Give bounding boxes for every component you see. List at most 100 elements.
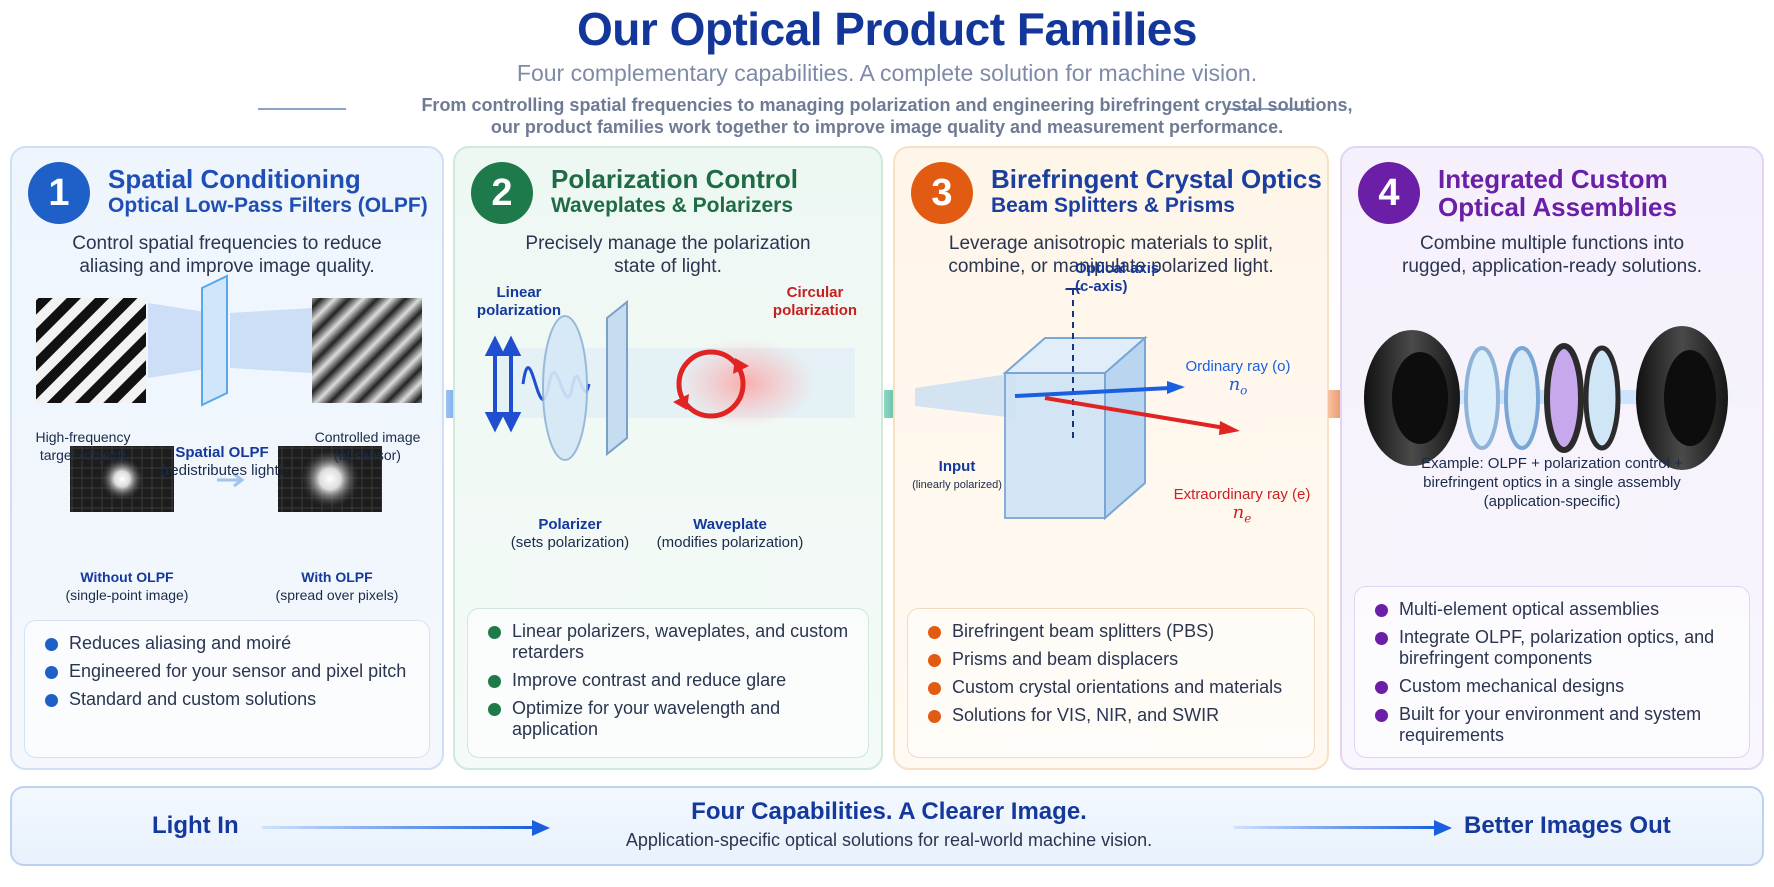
high-frequency-target xyxy=(36,298,146,403)
bullet-dot xyxy=(488,703,501,716)
list-item: Multi-element optical assemblies xyxy=(1369,599,1735,620)
desc-line: Control spatial frequencies to reduce xyxy=(72,233,382,254)
page-subtitle: Four complementary capabilities. A compl… xyxy=(516,60,1258,86)
panel-birefringent-crystal-optics: 3 Birefringent Crystal Optics Beam Split… xyxy=(893,146,1329,770)
label-with-olpf: With OLPF(spread over pixels) xyxy=(275,569,399,603)
polarizer-element xyxy=(1544,343,1584,453)
label-without-olpf: Without OLPF(single-point image) xyxy=(65,569,189,603)
panel-subtitle: Beam Splitters & Prisms xyxy=(991,194,1235,217)
label-extraordinary-ray: Extraordinary ray (e) ne xyxy=(1173,486,1311,526)
bullet-dot xyxy=(928,654,941,667)
header-rule-left xyxy=(258,108,346,110)
bullet-dot xyxy=(488,626,501,639)
desc-line: rugged, application-ready solutions. xyxy=(1402,256,1702,277)
light-beam xyxy=(148,303,212,378)
panel-number-badge: 4 xyxy=(1358,162,1420,224)
panel-description: Combine multiple functions into rugged, … xyxy=(1352,232,1752,278)
footer-subtitle: Application-specific optical solutions f… xyxy=(625,830,1153,850)
list-item: Built for your environment and system re… xyxy=(1369,704,1735,746)
bullet-dot xyxy=(45,694,58,707)
list-item: Birefringent beam splitters (PBS) xyxy=(922,621,1300,642)
lens-element xyxy=(1464,346,1500,450)
ordinary-ray xyxy=(1014,386,1171,398)
optical-assembly-illustration xyxy=(1362,326,1742,470)
bullet-list: Reduces aliasing and moiré Engineered fo… xyxy=(24,620,430,758)
bullet-list: Linear polarizers, waveplates, and custo… xyxy=(467,608,869,758)
panel-subtitle: Waveplates & Polarizers xyxy=(551,194,793,217)
list-item: Custom mechanical designs xyxy=(1369,676,1735,697)
panel-description: Control spatial frequencies to reduce al… xyxy=(22,232,432,278)
panel-description: Leverage anisotropic materials to split,… xyxy=(905,232,1317,278)
bullet-dot xyxy=(928,626,941,639)
panel-title: Integrated Custom xyxy=(1438,164,1668,194)
lens-element xyxy=(1504,346,1540,450)
waveplate-plate xyxy=(606,299,628,457)
label-input: Input(linearly polarized) xyxy=(912,458,1002,491)
panel-polarization-control: 2 Polarization Control Waveplates & Pola… xyxy=(453,146,883,770)
panel-number-badge: 1 xyxy=(28,162,90,224)
bullet-dot xyxy=(1375,604,1388,617)
footer-arrow-right-icon xyxy=(1234,820,1452,836)
input-beam xyxy=(915,373,1015,418)
light-beam xyxy=(230,308,312,373)
list-item: Solutions for VIS, NIR, and SWIR xyxy=(922,705,1300,726)
panel-number-badge: 3 xyxy=(911,162,973,224)
panel-integrated-custom-assemblies: 4 Integrated Custom Optical Assemblies C… xyxy=(1340,146,1764,770)
example-caption: Example: OLPF + polarization control +bi… xyxy=(1421,455,1683,510)
crystal-side xyxy=(1104,335,1146,521)
bullet-dot xyxy=(488,675,501,688)
panel-description: Precisely manage the polarization state … xyxy=(465,232,871,278)
footer-title: Four Capabilities. A Clearer Image. xyxy=(691,798,1087,825)
polarizer-lens xyxy=(542,315,588,461)
header-rule-right xyxy=(1228,108,1312,110)
footer-banner: Light In Four Capabilities. A Clearer Im… xyxy=(10,786,1764,866)
bullet-dot xyxy=(45,638,58,651)
list-item: Optimize for your wavelength and applica… xyxy=(482,698,854,740)
panel-number-badge: 2 xyxy=(471,162,533,224)
list-item: Prisms and beam displacers xyxy=(922,649,1300,670)
intro-line-1: From controlling spatial frequencies to … xyxy=(421,95,1353,115)
label-waveplate: Waveplate(modifies polarization) xyxy=(656,516,804,551)
list-item: Standard and custom solutions xyxy=(39,689,415,710)
label-optical-axis: Optical axis(c-axis) xyxy=(1075,260,1160,295)
lens-element xyxy=(1583,345,1621,451)
bullet-dot xyxy=(1375,632,1388,645)
page-title: Our Optical Product Families xyxy=(577,3,1197,55)
bullet-dot xyxy=(928,710,941,723)
intro-line-2: our product families work together to im… xyxy=(490,117,1284,137)
panel-title: Spatial Conditioning xyxy=(108,164,361,194)
footer-light-in: Light In xyxy=(152,812,239,839)
spatial-olpf-plate xyxy=(201,274,228,407)
desc-line: aliasing and improve image quality. xyxy=(79,256,375,277)
desc-line: combine, or manipulate polarized light. xyxy=(948,256,1274,277)
bullet-list: Multi-element optical assemblies Integra… xyxy=(1354,586,1750,758)
extraordinary-ray xyxy=(1044,396,1226,430)
polarization-diagram xyxy=(484,299,855,461)
panel-title-line-2: Optical Assemblies xyxy=(1438,192,1677,222)
crystal-diagram xyxy=(915,288,1240,521)
desc-line: Leverage anisotropic materials to split, xyxy=(948,233,1274,254)
panel-title: Birefringent Crystal Optics xyxy=(991,164,1322,194)
bullet-dot xyxy=(1375,709,1388,722)
list-item: Reduces aliasing and moiré xyxy=(39,633,415,654)
bullet-dot xyxy=(928,682,941,695)
label-controlled-image: Controlled image(at sensor) xyxy=(314,429,421,463)
label-polarizer: Polarizer(sets polarization) xyxy=(510,516,630,551)
bullet-dot xyxy=(45,666,58,679)
list-item: Improve contrast and reduce glare xyxy=(482,670,854,691)
desc-line: Precisely manage the polarization xyxy=(525,233,811,254)
list-item: Custom crystal orientations and material… xyxy=(922,677,1300,698)
list-item: Linear polarizers, waveplates, and custo… xyxy=(482,621,854,663)
circular-polarization-icon xyxy=(676,349,746,419)
panel-subtitle: Optical Low-Pass Filters (OLPF) xyxy=(108,194,428,217)
small-arrow-icon xyxy=(217,472,245,488)
list-item: Integrate OLPF, polarization optics, and… xyxy=(1369,627,1735,669)
olpf-diagram xyxy=(36,274,422,512)
controlled-image xyxy=(312,298,422,403)
panel-title: Polarization Control xyxy=(551,164,798,194)
bullet-dot xyxy=(1375,681,1388,694)
bullet-list: Birefringent beam splitters (PBS) Prisms… xyxy=(907,608,1315,758)
footer-arrow-left-icon xyxy=(262,820,550,836)
